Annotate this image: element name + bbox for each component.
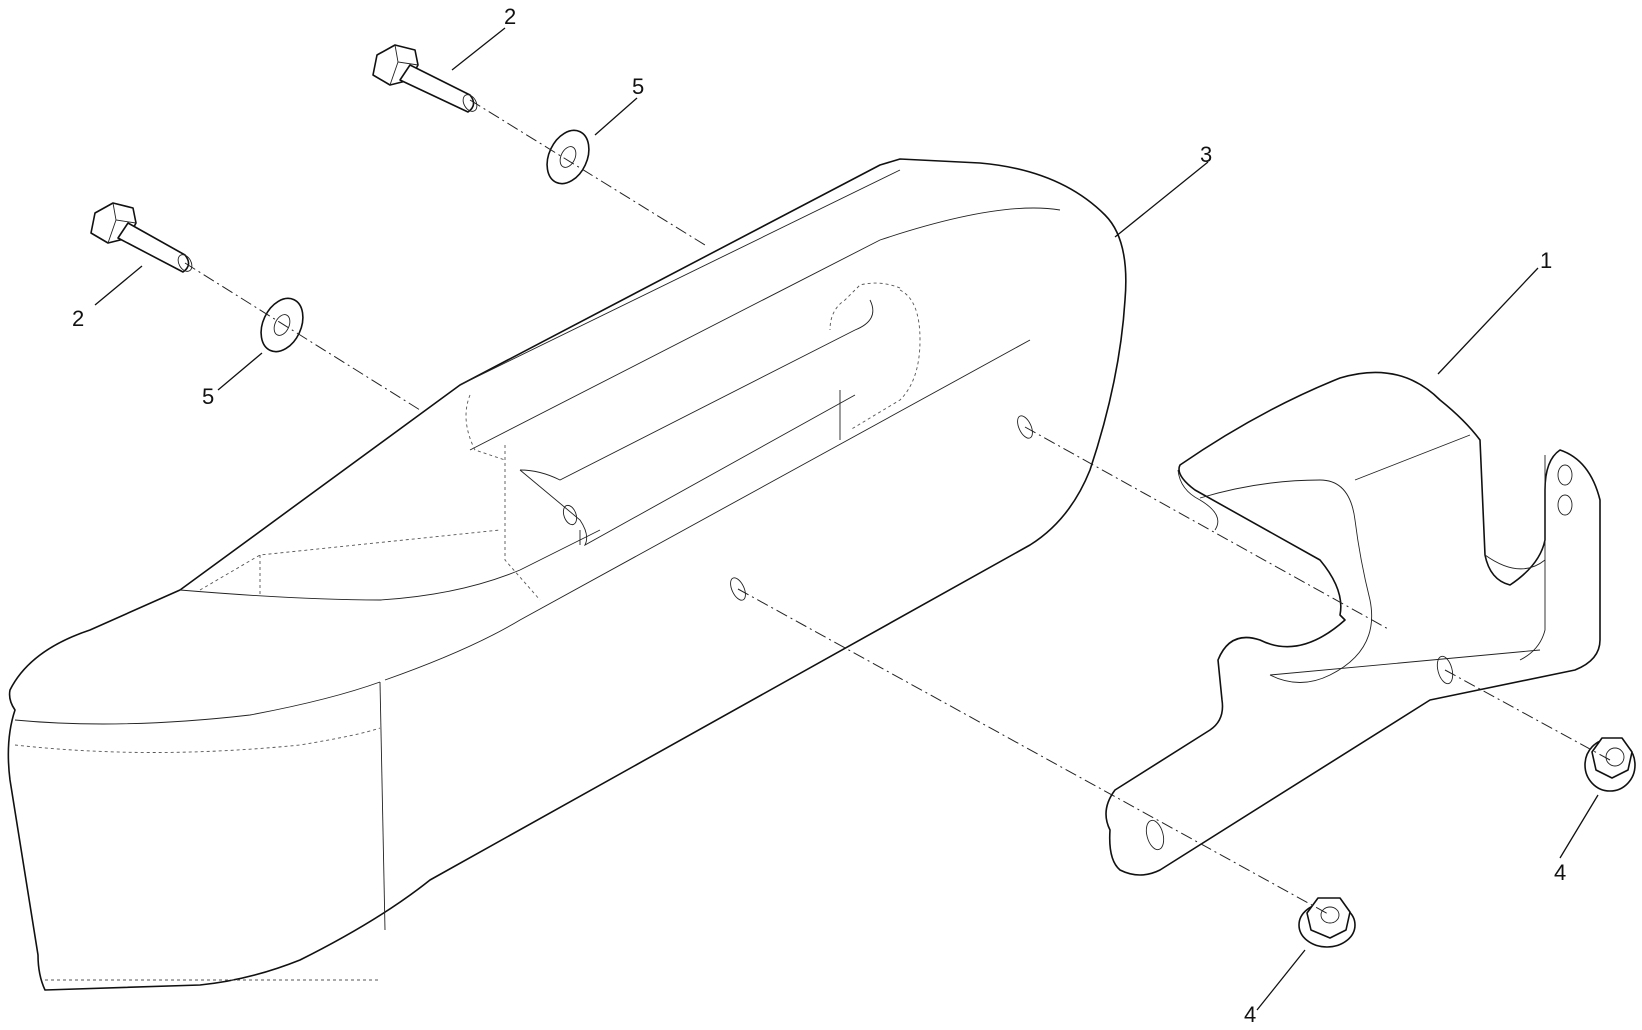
washer-upper-part-5 [546,129,590,185]
callout-2-upper: 2 [504,4,516,29]
callout-4-upper: 4 [1554,860,1566,885]
assembly-center-lines [184,99,1611,916]
flange-nut-lower-part-4 [1298,897,1356,948]
washer-lower-part-5 [260,297,304,353]
flange-nut-upper-part-4 [1584,737,1636,792]
bolt-lower-part-2 [90,202,193,273]
bolt-upper-part-2 [372,44,478,113]
callout-4-lower: 4 [1244,1002,1256,1027]
mounting-bracket-part-1 [1105,371,1601,876]
callout-5-upper: 5 [632,74,644,99]
leader-lines [94,27,1599,1011]
callout-3: 3 [1200,142,1212,167]
callout-1: 1 [1540,248,1552,273]
callout-2-lower: 2 [72,306,84,331]
callout-5-lower: 5 [202,384,214,409]
weight-housing-part-3 [7,158,1127,991]
